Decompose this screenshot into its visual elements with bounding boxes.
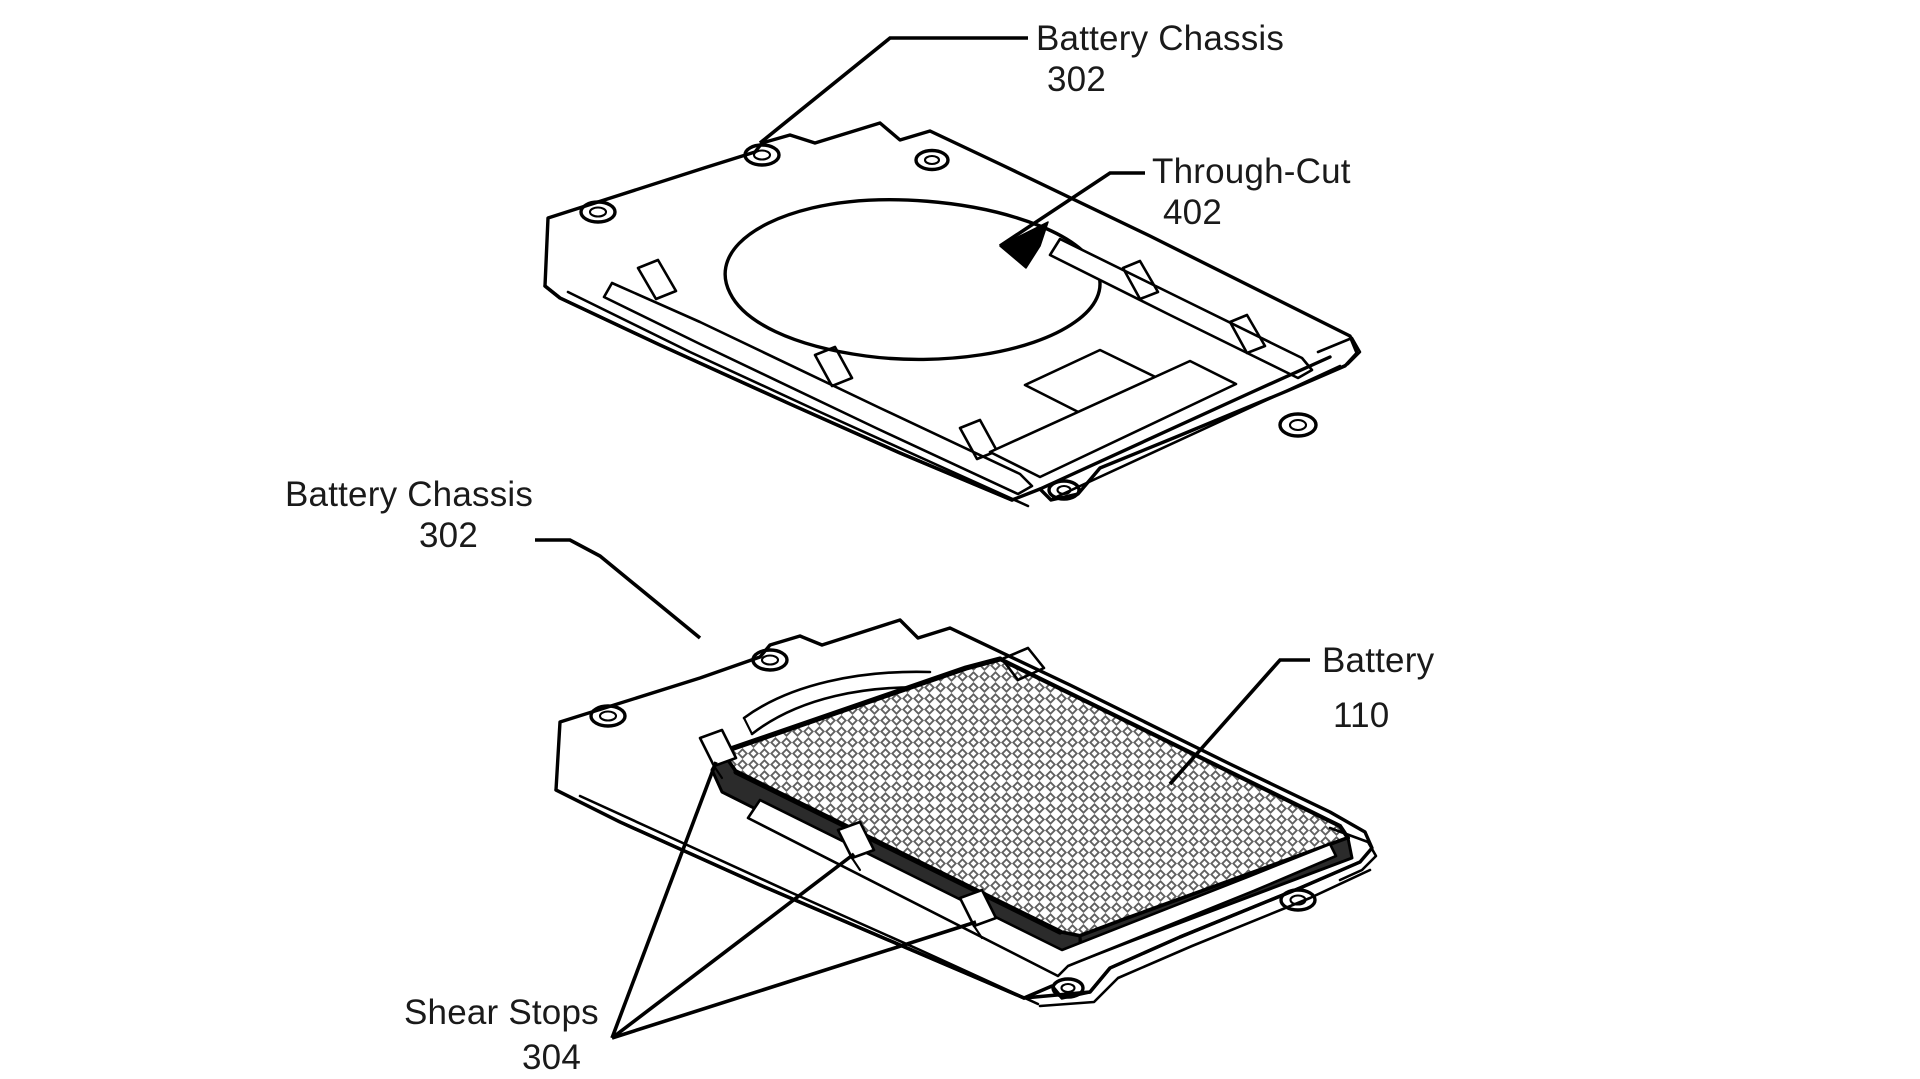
lower-chassis-screw-boss-front-left: [1051, 977, 1085, 999]
leader-shear-stop-2: [610, 852, 856, 1040]
captions-group: Battery Chassis 302 Through-Cut 402 Batt…: [285, 19, 1435, 1077]
leader-battery-110: [1168, 658, 1310, 786]
callout-shear-stops-number: 304: [522, 1038, 581, 1077]
shear-stop-tab-3: [958, 888, 998, 940]
lower-chassis-front-rail: [746, 798, 1338, 978]
lower-chassis-screw-boss-top: [751, 648, 789, 672]
lower-assembly-group: [554, 618, 1378, 1008]
leader-shear-stop-3: [611, 920, 977, 1040]
upper-chassis-screw-boss-top: [743, 143, 781, 167]
upper-chassis-tab-left-a: [636, 258, 678, 301]
leader-battery-chassis-302-bottom: [535, 538, 702, 640]
upper-chassis-screw-boss-left: [579, 200, 617, 224]
lower-chassis-clip-curve: [742, 670, 932, 720]
battery-top-edge-highlight: [719, 656, 1003, 755]
lower-chassis-tab-top-right: [1000, 646, 1046, 682]
leader-lines-group: [535, 36, 1310, 1040]
lower-chassis-corner-right: [1328, 826, 1378, 882]
lower-chassis-left-edge-thickness: [554, 788, 1026, 1000]
upper-chassis-rail-bottom-right-outer: [1038, 355, 1332, 491]
callout-through-cut-number: 402: [1163, 193, 1222, 232]
upper-chassis-rail-bottom-right-inner: [1050, 364, 1342, 501]
leader-through-cut-402: [999, 171, 1145, 248]
callout-battery-chassis-302-top-number: 302: [1047, 60, 1106, 99]
battery-bottom-left-edge: [733, 769, 1063, 935]
upper-chassis-screw-boss-bottom-right: [1047, 479, 1081, 501]
upper-chassis-tab-right-a: [1121, 259, 1160, 301]
upper-chassis-rail-lower-left: [602, 281, 1034, 496]
callout-battery-chassis-302-bottom-title: Battery Chassis: [285, 475, 533, 514]
callout-battery-chassis-302-bottom-number: 302: [419, 516, 478, 555]
lower-chassis-inner-edge-left: [578, 794, 1040, 1006]
callout-battery-number: 110: [1333, 696, 1389, 735]
upper-chassis-tab-left-b: [813, 345, 854, 388]
upper-chassis-rail-right-upper: [1048, 237, 1314, 380]
lower-chassis-screw-boss-bottom-right: [1279, 888, 1317, 912]
upper-chassis-screw-boss-right: [1278, 412, 1318, 438]
shear-stop-tab-2: [836, 820, 876, 872]
callout-shear-stops-title: Shear Stops: [404, 993, 599, 1032]
upper-chassis-screw-boss-upper-right: [914, 148, 950, 172]
arrowhead-through-cut: [999, 221, 1049, 269]
upper-chassis-tab-right-b: [1228, 313, 1267, 355]
leader-shear-stop-1: [610, 761, 718, 1039]
lower-chassis-clip-end: [742, 716, 754, 736]
callout-battery-title: Battery: [1322, 641, 1435, 680]
upper-chassis-inner-edge-left: [566, 290, 1030, 508]
upper-chassis-left-edge-thickness: [543, 284, 1014, 502]
callout-battery-chassis-302-top-title: Battery Chassis: [1036, 19, 1284, 58]
leader-battery-chassis-302-top: [758, 36, 1028, 145]
callout-through-cut-title: Through-Cut: [1152, 152, 1351, 191]
lower-chassis-front-rail-second: [1038, 868, 1372, 1008]
upper-chassis-inner-slot: [988, 359, 1238, 479]
upper-chassis-corner-notch-right: [1316, 336, 1362, 374]
upper-chassis-group: [543, 121, 1362, 508]
upper-chassis-top-step: [878, 121, 932, 142]
lower-chassis-screw-boss-left: [589, 704, 627, 728]
lower-chassis-top-step: [898, 618, 952, 640]
